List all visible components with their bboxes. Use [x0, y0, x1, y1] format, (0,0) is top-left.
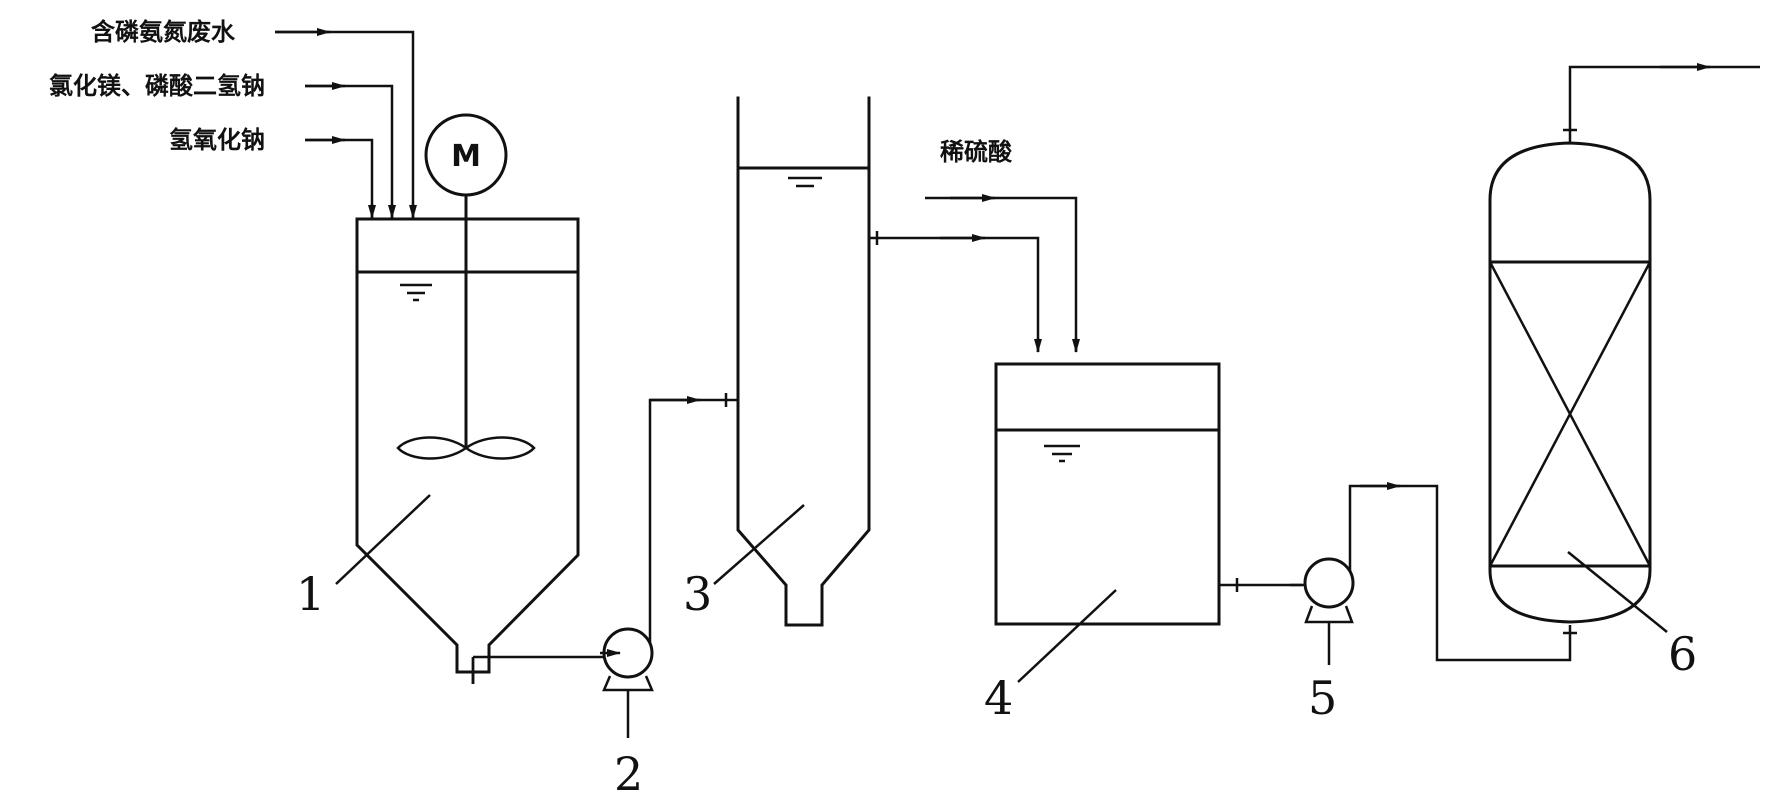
motor-icon: M: [424, 113, 508, 197]
agitator-impeller-icon: [396, 436, 536, 460]
unit-labels: 1 2 3 4 5 6: [296, 494, 1697, 801]
unit-number-6: 6: [1668, 627, 1697, 681]
unit-number-5: 5: [1308, 671, 1337, 725]
water-level-icon: [788, 176, 822, 188]
feed-lines: [275, 28, 417, 219]
feed-label-naoh: 氢氧化钠: [169, 126, 265, 154]
pipe-4-to-6: [1219, 482, 1577, 662]
pump-2-icon: [600, 627, 654, 738]
feed-label-wastewater: 含磷氨氮废水: [91, 18, 236, 46]
pipe-1-to-3: [471, 393, 738, 684]
acidification-tank-4: [994, 362, 1221, 626]
feed-label-acid: 稀硫酸: [940, 138, 1013, 166]
unit-number-4: 4: [984, 671, 1013, 725]
unit-number-3: 3: [683, 567, 712, 621]
settling-tank-3: [736, 96, 871, 627]
feed-label-mg-phosphate: 氯化镁、磷酸二氢钠: [49, 72, 265, 100]
packed-column-6: [1488, 63, 1760, 624]
reactor-tank-1: M: [355, 113, 580, 684]
pump-5-icon: [1303, 557, 1355, 665]
pipe-3-to-4: [869, 194, 1080, 353]
unit-number-2: 2: [614, 747, 643, 801]
water-level-icon: [400, 283, 432, 302]
motor-label: M: [451, 139, 481, 174]
unit-number-1: 1: [296, 567, 325, 621]
water-level-icon: [1044, 444, 1080, 463]
